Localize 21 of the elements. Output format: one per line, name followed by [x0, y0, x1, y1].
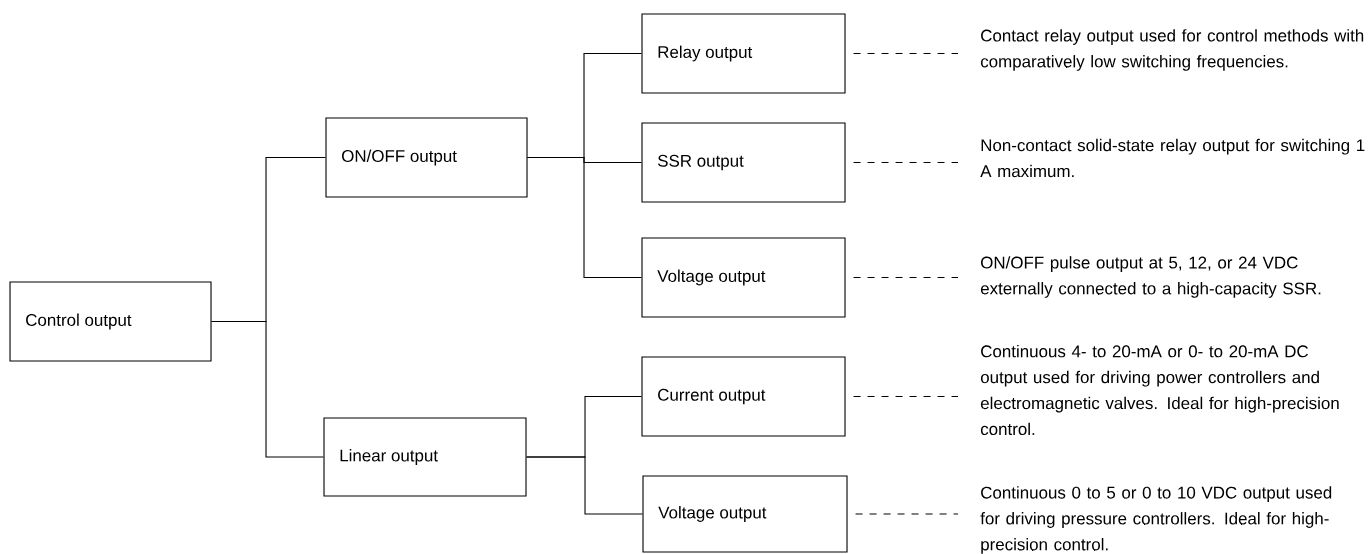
output-box: Linear output — [323, 417, 527, 497]
connector-line — [526, 456, 643, 515]
dashed-line — [853, 277, 959, 278]
dashed-line — [853, 53, 959, 54]
output-box: Voltage output — [642, 475, 848, 553]
output-box: SSR output — [641, 122, 846, 203]
output-box: Control output — [9, 281, 212, 362]
description-text: Contact relay output used for control methods with comparatively low switching frequencies. — [980, 29, 1364, 71]
dashed-line — [853, 162, 959, 163]
output-box: Current output — [641, 356, 846, 437]
dashed-line — [855, 513, 959, 515]
connector-line — [211, 320, 324, 458]
description-text: Non-contact solid-state relay output for switching 1 A maximum. — [980, 138, 1365, 178]
description-text: ON/OFF pulse output at 5, 12, or 24 VDC externally connected to a high-capacity SSR. — [980, 256, 1321, 298]
connector-line — [527, 156, 642, 279]
description-text: Continuous 0 to 5 or 0 to 10 VDC output used for driving pressure controllers. Ideal for high-precision control. — [980, 486, 1332, 554]
output-box: Voltage output — [641, 237, 846, 318]
description-text: Continuous 4- to 20-mA or 0- to 20-mA DC output used for driving power controllers and electromagnetic valves. Ideal for high-precision control. — [980, 344, 1339, 436]
output-box: Relay output — [641, 13, 846, 94]
output-box: ON/OFF output — [325, 117, 528, 198]
dashed-line — [853, 396, 959, 397]
